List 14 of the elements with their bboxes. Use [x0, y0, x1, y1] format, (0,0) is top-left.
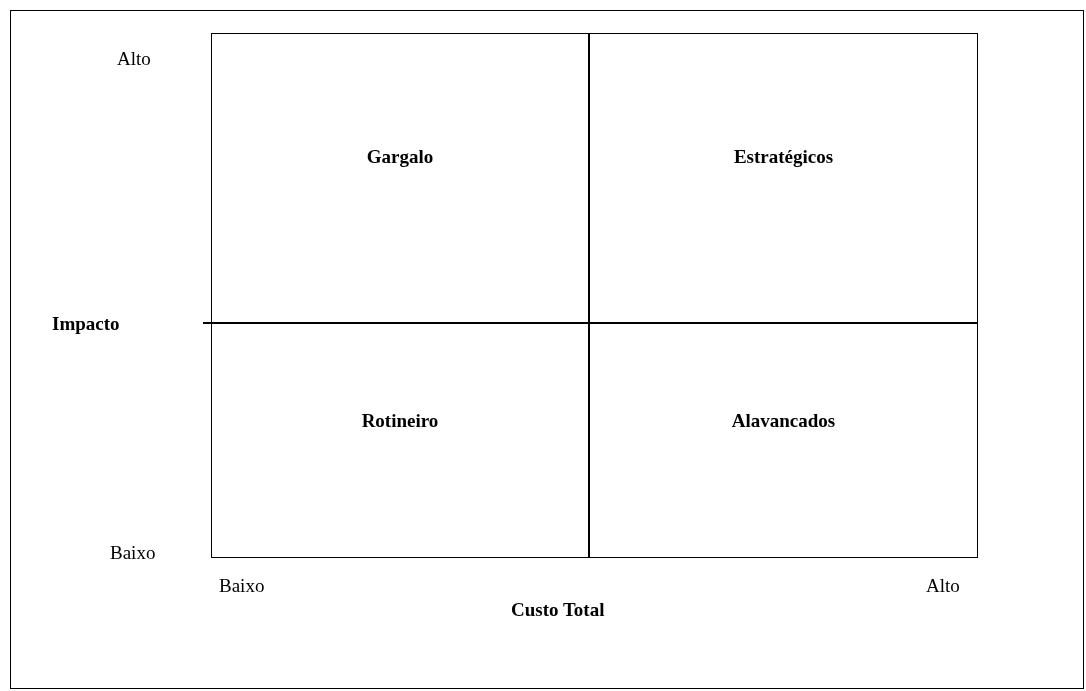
quadrant-box: [589, 323, 978, 558]
quadrant-label: Estratégicos: [733, 146, 834, 168]
quadrant-label: Gargalo: [366, 146, 434, 168]
axis-title: Custo Total: [511, 599, 605, 621]
axis-level-label: Baixo: [110, 542, 156, 564]
axis-level-label: Baixo: [219, 575, 265, 597]
quadrant-box: [211, 323, 589, 558]
quadrant-label: Rotineiro: [361, 410, 439, 432]
axis-level-label: Alto: [926, 575, 960, 597]
quadrant-box: [211, 33, 589, 323]
axis-title: Impacto: [52, 313, 120, 335]
quadrant-label: Alavancados: [731, 410, 836, 432]
quadrant-box: [589, 33, 978, 323]
axis-level-label: Alto: [117, 48, 151, 70]
